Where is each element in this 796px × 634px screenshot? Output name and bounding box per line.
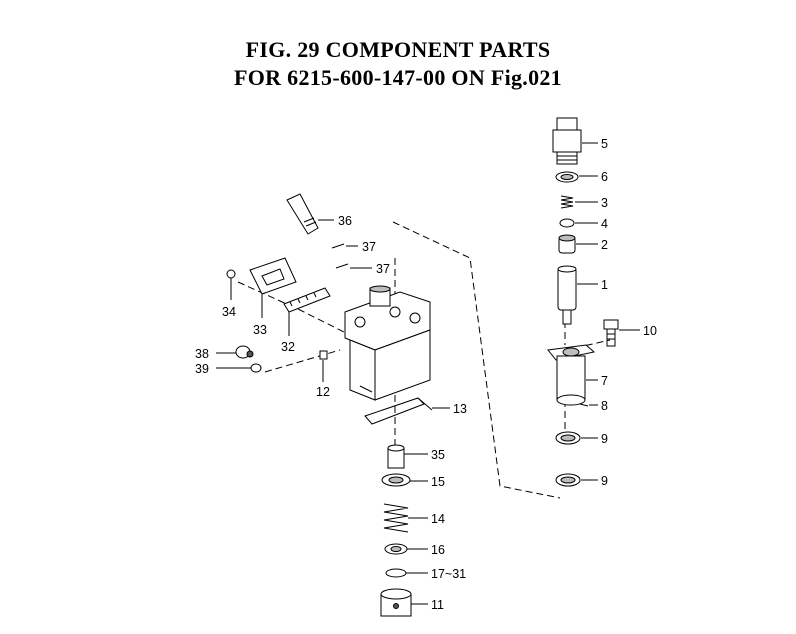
part-6-gasket xyxy=(555,171,579,183)
part-32-rack xyxy=(283,287,331,313)
part-35-sleeve xyxy=(387,444,405,469)
callout-3: 3 xyxy=(601,196,608,210)
callout-4: 4 xyxy=(601,217,608,231)
callout-37-upper: 37 xyxy=(362,240,376,254)
part-37-washer-upper xyxy=(331,243,345,249)
callout-16: 16 xyxy=(431,543,445,557)
callout-1: 1 xyxy=(601,278,608,292)
callout-34: 34 xyxy=(222,305,236,319)
callout-39: 39 xyxy=(195,362,209,376)
callout-12: 12 xyxy=(316,385,330,399)
part-2-valve xyxy=(558,234,576,254)
callout-33: 33 xyxy=(253,323,267,337)
part-10-bolt xyxy=(603,319,619,347)
part-9-seal-lower xyxy=(555,473,581,487)
part-14-spring xyxy=(383,503,409,533)
part-8-pin xyxy=(579,403,589,407)
part-11-tappet xyxy=(380,588,412,617)
part-7-barrel xyxy=(547,344,596,406)
callout-13: 13 xyxy=(453,402,467,416)
callout-9-lower: 9 xyxy=(601,474,608,488)
part-34-screw xyxy=(226,269,236,279)
callout-32: 32 xyxy=(281,340,295,354)
part-1-plunger xyxy=(557,265,577,325)
part-33-cover-plate xyxy=(249,257,297,295)
callout-6: 6 xyxy=(601,170,608,184)
part-17-31-shim xyxy=(385,568,407,578)
callout-35: 35 xyxy=(431,448,445,462)
callout-14: 14 xyxy=(431,512,445,526)
part-13-spring-wire xyxy=(364,397,433,425)
pump-body-housing xyxy=(344,285,431,401)
callout-36: 36 xyxy=(338,214,352,228)
part-37-washer-lower xyxy=(335,263,349,269)
part-4-washer xyxy=(559,218,575,228)
callout-8: 8 xyxy=(601,399,608,413)
part-9-seal-upper xyxy=(555,431,581,445)
part-5-delivery-valve-holder xyxy=(552,117,582,165)
callout-11: 11 xyxy=(431,598,444,612)
callout-38: 38 xyxy=(195,347,209,361)
callout-10: 10 xyxy=(643,324,657,338)
part-12-screw xyxy=(319,350,328,360)
part-39-ring xyxy=(250,363,262,373)
leader-lines xyxy=(216,142,640,605)
figure-title-line-1: FIG. 29 COMPONENT PARTS xyxy=(245,37,551,62)
part-16-seat xyxy=(384,543,408,555)
callout-17-31: 17~31 xyxy=(431,567,466,581)
part-36-fitting xyxy=(286,193,319,235)
callout-5: 5 xyxy=(601,137,608,151)
callout-9-upper: 9 xyxy=(601,432,608,446)
figure-title-line-2: FOR 6215-600-147-00 ON Fig.021 xyxy=(234,65,562,90)
part-3-spring xyxy=(560,195,574,209)
part-38-plug xyxy=(235,345,254,359)
callout-37-lower: 37 xyxy=(376,262,390,276)
part-15-spring-seat xyxy=(381,473,411,487)
callout-15: 15 xyxy=(431,475,445,489)
callout-2: 2 xyxy=(601,238,608,252)
callout-7: 7 xyxy=(601,374,608,388)
